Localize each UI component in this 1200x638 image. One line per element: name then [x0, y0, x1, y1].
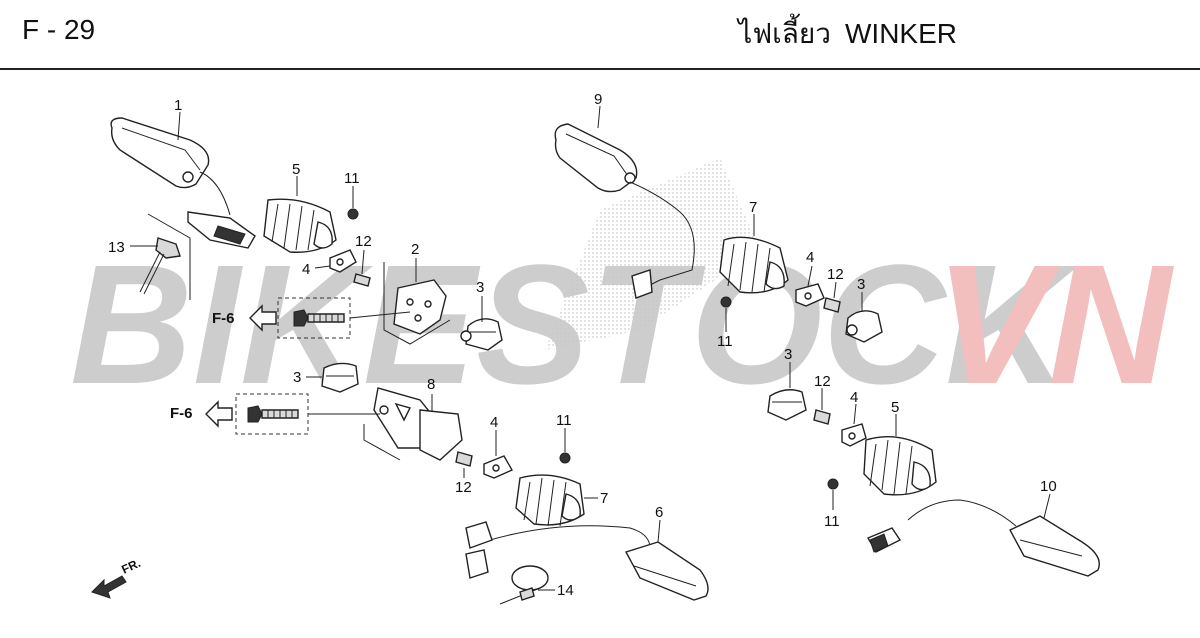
callout-11-lower-center: 11 — [556, 412, 572, 429]
callout-4-lower-right: 4 — [850, 389, 858, 406]
callout-7-lower: 7 — [600, 490, 608, 507]
callout-11-lower-right: 11 — [824, 513, 840, 530]
bolt-top[interactable] — [293, 309, 345, 327]
callout-12-lower-right: 12 — [814, 373, 831, 390]
part-9-winker-right-front[interactable] — [554, 123, 695, 299]
callout-10: 10 — [1040, 478, 1057, 495]
part-3-clamp-lower-right[interactable] — [767, 389, 807, 421]
callout-3-lower-right: 3 — [784, 346, 792, 363]
part-11-screw-upper-left[interactable] — [347, 208, 359, 220]
part-1-connector — [187, 211, 256, 249]
title-thai: ไฟเลี้ยว — [738, 18, 831, 49]
part-12-bolt-upper-left[interactable] — [353, 273, 371, 287]
callout-8: 8 — [427, 376, 435, 393]
part-14-band[interactable] — [499, 565, 549, 605]
part-3-clamp-left[interactable] — [321, 362, 359, 393]
callout-4-lower-center: 4 — [490, 414, 498, 431]
ref-label-top[interactable]: F-6 — [212, 310, 235, 327]
watermark-text-main: BIKESTOCK — [70, 230, 1079, 420]
bolt-bottom[interactable] — [247, 405, 299, 423]
callout-3-center: 3 — [476, 279, 484, 296]
part-11-screw-lower-right[interactable] — [827, 478, 839, 490]
callout-6: 6 — [655, 504, 663, 521]
page-code: F - 29 — [22, 14, 96, 45]
callout-13: 13 — [108, 239, 125, 256]
callout-3-left: 3 — [293, 369, 301, 386]
part-10-winker-right-rear[interactable] — [866, 499, 1100, 577]
ref-label-bottom[interactable]: F-6 — [170, 405, 193, 422]
part-3-clamp-center[interactable] — [460, 318, 503, 351]
front-direction-arrow: FR. — [91, 556, 143, 599]
part-1-winker-left-front[interactable] — [110, 117, 231, 216]
part-11-screw-lower-center[interactable] — [559, 452, 571, 464]
ref-arrow-top[interactable] — [249, 304, 277, 332]
title-english: WINKER — [845, 18, 957, 49]
page-header: F - 29 ไฟเลี้ยว WINKER — [0, 0, 1200, 70]
watermark-text-accent: VN — [935, 230, 1174, 420]
callout-5-upper: 5 — [292, 161, 300, 178]
part-2-stay-plate[interactable] — [383, 262, 451, 345]
callout-3-upper-right: 3 — [857, 276, 865, 293]
part-12-bolt-upper-right[interactable] — [823, 297, 841, 313]
part-4-bracket-lower-center[interactable] — [483, 455, 513, 479]
callout-9: 9 — [594, 91, 602, 108]
part-4-bracket-lower-right[interactable] — [841, 423, 867, 447]
part-12-bolt-lower-center[interactable] — [455, 451, 473, 467]
callout-4-upper-right: 4 — [806, 249, 814, 266]
diagram-title: ไฟเลี้ยว WINKER — [724, 12, 957, 56]
dotted-area — [545, 158, 760, 350]
callout-11-upper-left: 11 — [344, 170, 360, 187]
ref-arrow-bottom[interactable] — [205, 400, 233, 428]
callout-12-upper-right: 12 — [827, 266, 844, 283]
part-5-socket-lower[interactable] — [863, 435, 937, 496]
callout-4-upper-left: 4 — [302, 261, 310, 278]
part-6-winker-left-rear[interactable] — [465, 521, 709, 601]
callout-1: 1 — [174, 97, 182, 114]
part-4-bracket-upper-right[interactable] — [795, 283, 825, 307]
part-3-clamp-upper-right[interactable] — [845, 310, 883, 343]
callout-11-upper-right: 11 — [717, 333, 733, 350]
front-label: FR. — [119, 556, 142, 577]
part-13-clip[interactable] — [139, 237, 181, 295]
part-7-socket-upper[interactable] — [719, 236, 789, 294]
part-5-socket-upper[interactable] — [263, 198, 337, 253]
watermark: BIKESTOCK VN — [70, 230, 1174, 420]
part-7-socket-lower[interactable] — [515, 474, 585, 527]
callout-14: 14 — [557, 582, 574, 599]
callout-12-lower-center: 12 — [455, 479, 472, 496]
callout-12-upper-left: 12 — [355, 233, 372, 250]
part-8-bracket[interactable] — [363, 387, 463, 461]
part-12-bolt-lower-right[interactable] — [813, 409, 831, 425]
callout-5-lower: 5 — [891, 399, 899, 416]
callout-2: 2 — [411, 241, 419, 258]
callout-7-upper: 7 — [749, 199, 757, 216]
part-11-screw-upper-right[interactable] — [720, 296, 732, 308]
